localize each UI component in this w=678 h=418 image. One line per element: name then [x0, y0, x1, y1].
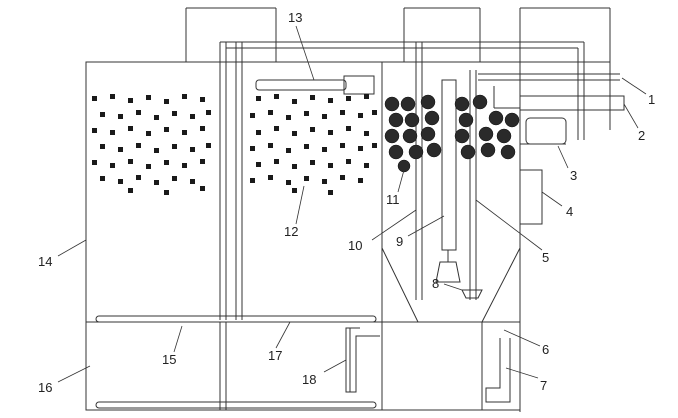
- label-14: 14: [38, 254, 52, 269]
- media-particles: [92, 94, 377, 195]
- label-7: 7: [540, 378, 547, 393]
- aerator-bar-bottom: [95, 401, 377, 409]
- leader-lines: [57, 25, 647, 383]
- label-5: 5: [542, 250, 549, 265]
- main-tank: [85, 61, 521, 411]
- bio-balls: [384, 94, 520, 173]
- label-6: 6: [542, 342, 549, 357]
- pipe-13: [255, 79, 347, 91]
- gear-motor: [343, 75, 375, 95]
- label-10: 10: [348, 238, 362, 253]
- sedimentation-cone: [381, 247, 521, 323]
- label-4: 4: [566, 204, 573, 219]
- panel-4: [519, 169, 543, 225]
- label-16: 16: [38, 380, 52, 395]
- cone-diffuser: [435, 261, 461, 283]
- label-8: 8: [432, 276, 439, 291]
- label-15: 15: [162, 352, 176, 367]
- pump-3: [525, 117, 567, 145]
- pipe-18: [345, 327, 380, 393]
- label-11: 11: [386, 192, 400, 207]
- label-18: 18: [302, 372, 316, 387]
- label-12: 12: [284, 224, 298, 239]
- outlet-elbow-7: [485, 338, 511, 403]
- label-2: 2: [638, 128, 645, 143]
- label-17: 17: [268, 348, 282, 363]
- callout-labels: 1 2 3 4 5 6 7 8 9 10 11 12 13 14 15 16 1…: [38, 10, 655, 395]
- label-3: 3: [570, 168, 577, 183]
- label-9: 9: [396, 234, 403, 249]
- center-tube: [441, 79, 457, 251]
- structure: [85, 7, 625, 412]
- aerator-bar-15: [95, 315, 377, 323]
- valve-8: [461, 289, 483, 299]
- label-1: 1: [648, 92, 655, 107]
- label-13: 13: [288, 10, 302, 25]
- outlet-pipe-2: [519, 95, 625, 111]
